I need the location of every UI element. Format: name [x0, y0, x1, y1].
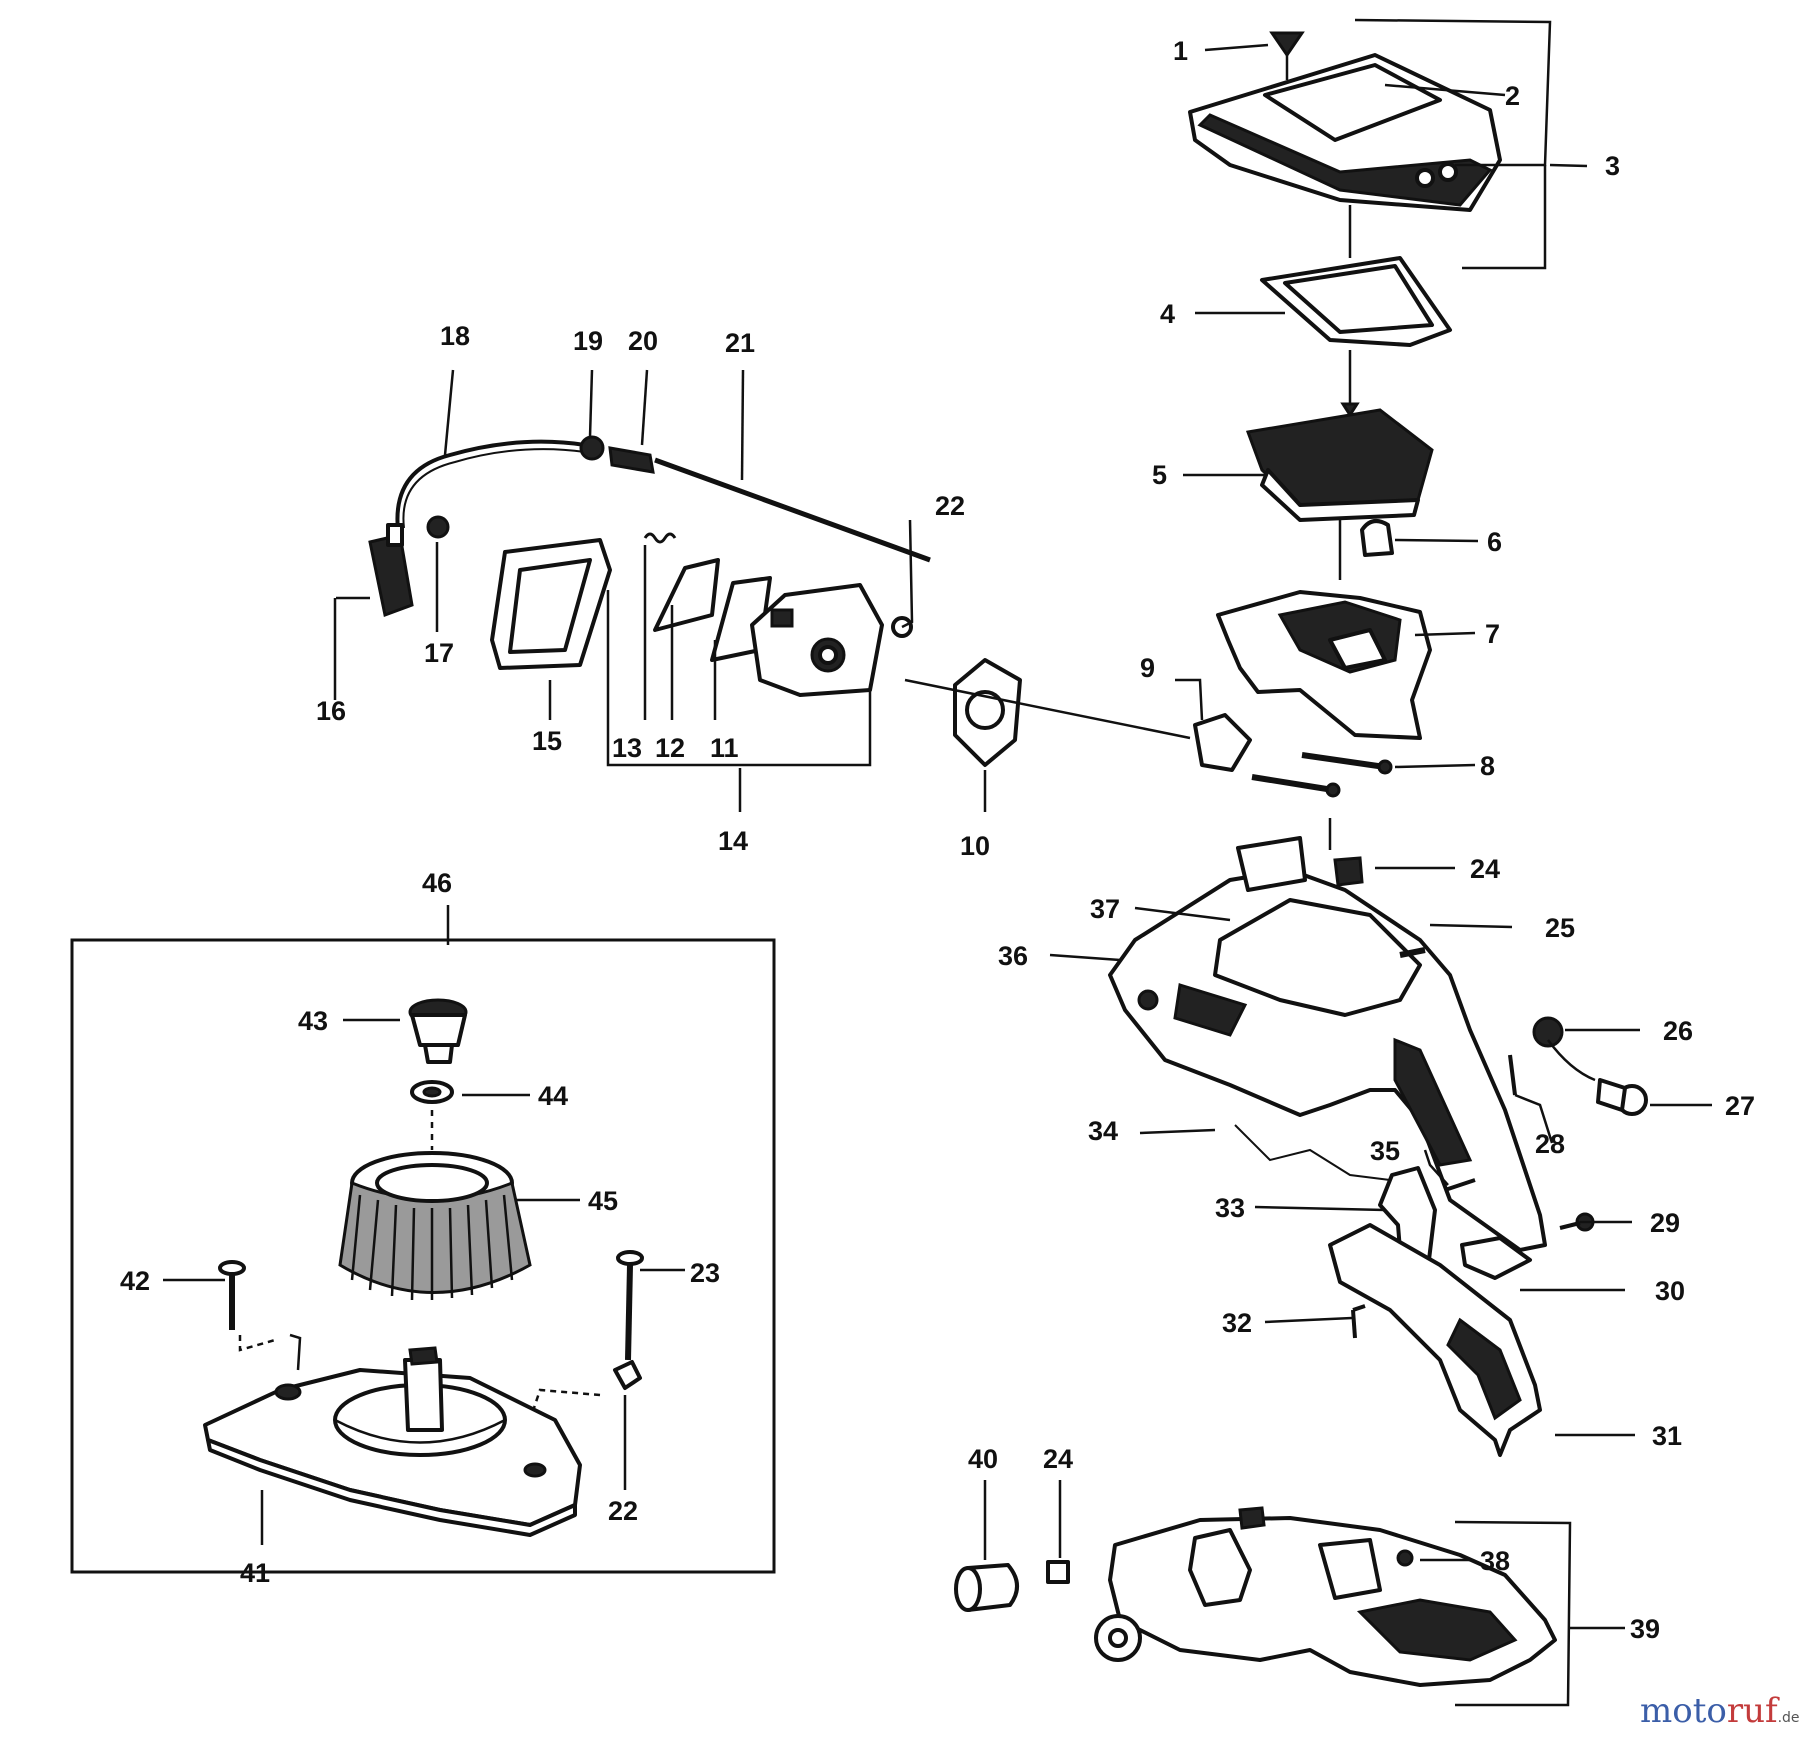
label-16: 16 [316, 696, 346, 726]
label-32: 32 [1222, 1308, 1252, 1338]
part-17-nut [426, 515, 450, 539]
part-40-av-mount [954, 1563, 1019, 1612]
label-46: 46 [422, 868, 452, 898]
label-4: 4 [1160, 299, 1175, 329]
part-13-spring [643, 532, 677, 544]
label-21: 21 [725, 328, 755, 358]
label-7: 7 [1485, 619, 1500, 649]
part-1-screw [1269, 31, 1305, 80]
part-24-grommet-top [1333, 856, 1364, 887]
label-6: 6 [1487, 527, 1502, 557]
label-34: 34 [1088, 1116, 1118, 1146]
part-12-diaphragm [653, 558, 720, 632]
part-16-cable-end [368, 523, 414, 618]
part-35-pin [1444, 1178, 1476, 1192]
part-20-ferrule [608, 446, 655, 474]
label-24-top: 24 [1470, 854, 1500, 884]
label-36: 36 [998, 941, 1028, 971]
label-17: 17 [424, 638, 454, 668]
part-45-air-filter [338, 1151, 532, 1301]
label-15: 15 [532, 726, 562, 756]
part-28-pin [1508, 1054, 1517, 1096]
label-41: 41 [240, 1558, 270, 1588]
part-31-handle-grip [1328, 1223, 1542, 1457]
watermark-part1: moto [1640, 1691, 1727, 1731]
callout-labels: 1 2 3 4 5 6 7 8 9 10 11 12 13 14 15 16 1… [120, 36, 1755, 1644]
part-36-handle-housing [1108, 836, 1547, 1252]
label-43: 43 [298, 1006, 328, 1036]
part-7-filter-base [1216, 590, 1432, 740]
label-31: 31 [1652, 1421, 1682, 1451]
part-10-spacer [953, 658, 1022, 767]
kit-46-frame [70, 938, 776, 1574]
part-26-27-button-cord [1532, 1016, 1648, 1116]
part-23-bolt [613, 1250, 644, 1390]
part-32-pin [1351, 1304, 1366, 1339]
part-4-gasket [1260, 256, 1452, 347]
part-18-throttle-cable [395, 439, 586, 531]
part-2-cover [1188, 53, 1502, 212]
label-22-top: 22 [935, 491, 965, 521]
label-44: 44 [538, 1081, 568, 1111]
label-12: 12 [655, 733, 685, 763]
label-8: 8 [1480, 751, 1495, 781]
leader-lines [163, 18, 1712, 1707]
part-6-grommet [1360, 519, 1394, 557]
part-19-adjuster [579, 435, 605, 461]
part-38-nut [1396, 1549, 1414, 1567]
watermark-part2: ruf [1727, 1691, 1780, 1731]
label-24-bottom: 24 [1043, 1444, 1073, 1474]
label-22-bottom: 22 [608, 1496, 638, 1526]
label-19: 19 [573, 326, 603, 356]
watermark-logo: motoruf.de [1640, 1691, 1800, 1731]
label-33: 33 [1215, 1193, 1245, 1223]
part-43-knob [408, 998, 468, 1064]
label-2: 2 [1505, 81, 1520, 111]
part-25-screw [1399, 947, 1426, 958]
part-21-rod [654, 457, 931, 563]
label-45: 45 [588, 1186, 618, 1216]
label-35: 35 [1370, 1136, 1400, 1166]
label-20: 20 [628, 326, 658, 356]
label-30: 30 [1655, 1276, 1685, 1306]
label-13: 13 [612, 733, 642, 763]
label-40: 40 [968, 1444, 998, 1474]
label-42: 42 [120, 1266, 150, 1296]
part-9-clip [1193, 713, 1252, 772]
label-10: 10 [960, 831, 990, 861]
part-44-washer [410, 1080, 454, 1104]
label-37: 37 [1090, 894, 1120, 924]
label-3: 3 [1605, 151, 1620, 181]
label-18: 18 [440, 321, 470, 351]
label-27: 27 [1725, 1091, 1755, 1121]
part-8-screws [1251, 752, 1393, 798]
part-15-carb-gasket [490, 538, 612, 670]
part-39-base-assembly [1094, 1506, 1557, 1687]
label-11: 11 [710, 733, 739, 763]
label-23: 23 [690, 1258, 720, 1288]
svg-text:motoruf.de: motoruf.de [1640, 1691, 1800, 1731]
label-28: 28 [1535, 1129, 1565, 1159]
part-34-spring [1234, 1124, 1391, 1181]
label-29: 29 [1650, 1208, 1680, 1238]
label-9: 9 [1140, 653, 1155, 683]
part-42-screw [218, 1260, 246, 1330]
part-14-carburetor [750, 583, 884, 697]
label-1: 1 [1173, 36, 1188, 66]
part-24-grommet-bottom [1046, 1560, 1070, 1584]
label-39: 39 [1630, 1614, 1660, 1644]
label-26: 26 [1663, 1016, 1693, 1046]
label-25: 25 [1545, 913, 1575, 943]
label-14: 14 [718, 826, 748, 856]
watermark-suffix: .de [1778, 1710, 1800, 1726]
label-5: 5 [1152, 460, 1167, 490]
part-41-filter-base [203, 1346, 582, 1537]
part-5-filter-element [1245, 408, 1434, 522]
label-38: 38 [1480, 1546, 1510, 1576]
part-30-latch [1460, 1236, 1532, 1280]
